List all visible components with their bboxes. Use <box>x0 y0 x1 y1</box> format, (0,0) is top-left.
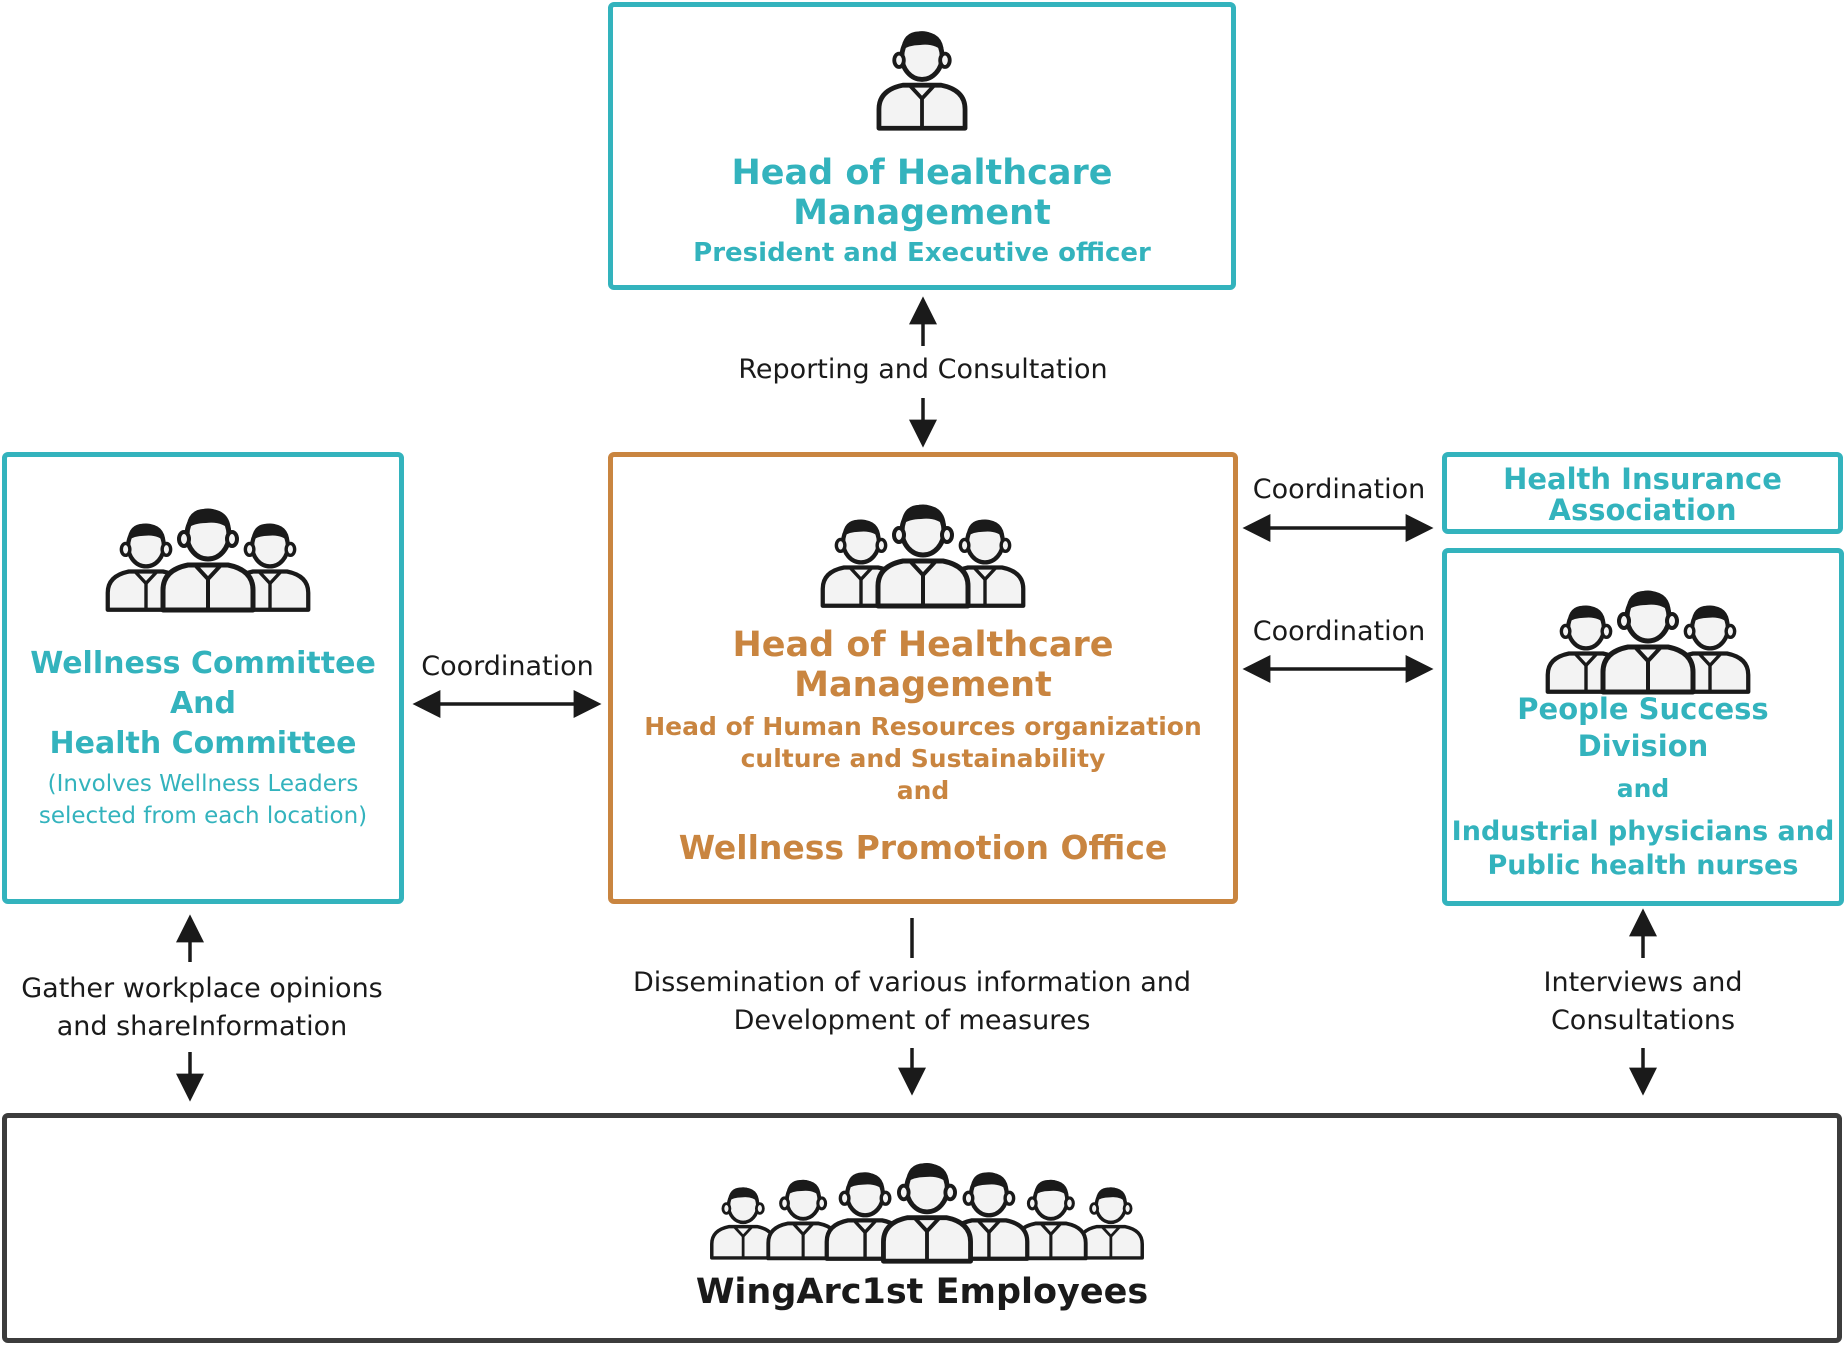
coordination-psd-label: Coordination <box>1252 616 1426 647</box>
wellness-committee-line3: Health Committee <box>49 726 357 761</box>
people-success-box: People Success Division and Industrial p… <box>1442 548 1844 906</box>
coordination-left-label: Coordination <box>421 651 594 682</box>
wellness-committee-box: Wellness Committee And Health Committee … <box>2 452 404 904</box>
employees-title: WingArc1st Employees <box>695 1272 1149 1312</box>
people-success-line2: Division <box>1577 729 1709 763</box>
center-subtitle-2: culture and Sustainability <box>740 744 1106 773</box>
center-title: Head of Healthcare Management <box>732 625 1114 706</box>
coordination-hia-label: Coordination <box>1252 474 1426 505</box>
person-icon <box>867 23 977 133</box>
crowd-icon <box>710 1148 1144 1268</box>
employees-box: WingArc1st Employees <box>2 1113 1842 1343</box>
people-success-line1: People Success <box>1517 692 1769 726</box>
top-head-box: Head of Healthcare Management President … <box>608 2 1236 290</box>
wellness-committee-line1: Wellness Committee <box>30 646 376 681</box>
gather-label-line1: Gather workplace opinions <box>21 973 383 1004</box>
center-subtitle-1: Head of Human Resources organization <box>644 712 1202 741</box>
center-office: Wellness Promotion Office <box>678 828 1168 867</box>
gather-label-line2: and shareInformation <box>56 1011 348 1042</box>
group-icon <box>1533 577 1763 697</box>
dissemination-label-line2: Development of measures <box>733 1005 1091 1036</box>
center-box: Head of Healthcare Management Head of Hu… <box>608 452 1238 904</box>
people-success-line3: Industrial physicians and <box>1451 816 1835 847</box>
top-head-title: Head of Healthcare Management <box>731 153 1113 234</box>
people-success-line4: Public health nurses <box>1487 850 1799 881</box>
wellness-committee-note2: selected from each location) <box>38 803 368 829</box>
health-insurance-box: Health Insurance Association <box>1442 452 1843 534</box>
group-icon <box>93 495 323 615</box>
health-insurance-line1: Health Insurance <box>1503 462 1782 496</box>
wellness-committee-line2: And <box>169 686 237 721</box>
top-head-subtitle: President and Executive officer <box>693 238 1151 268</box>
health-insurance-line2: Association <box>1548 493 1737 527</box>
center-and: and <box>896 776 950 805</box>
people-success-and: and <box>1616 774 1670 803</box>
wellness-committee-note1: (Involves Wellness Leaders <box>47 771 359 797</box>
interviews-label-line2: Consultations <box>1550 1005 1736 1036</box>
reporting-label: Reporting and Consultation <box>738 354 1108 385</box>
group-icon <box>808 491 1038 611</box>
dissemination-label-line1: Dissemination of various information and <box>632 967 1192 998</box>
interviews-label-line1: Interviews and <box>1543 967 1743 998</box>
